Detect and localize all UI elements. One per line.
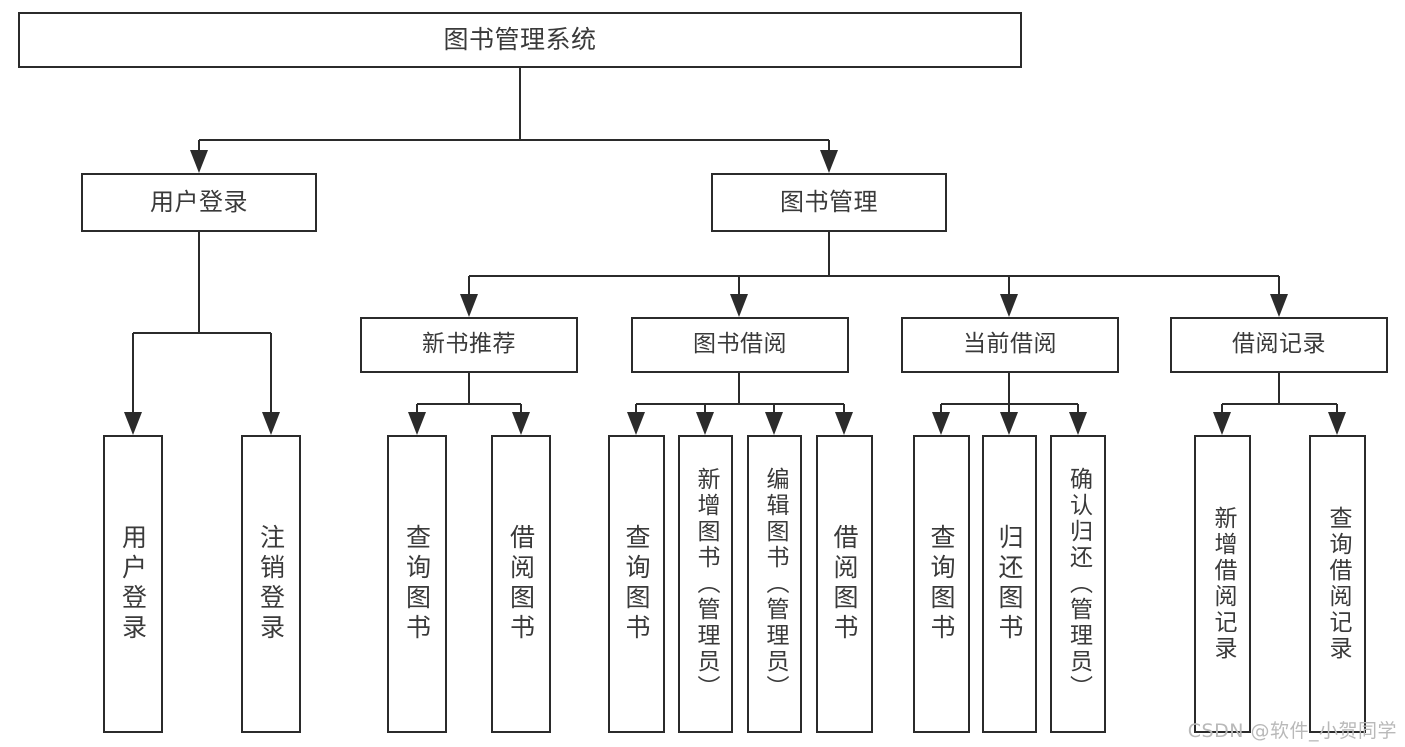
- arrow-leaf-borrow-book-2: [835, 412, 853, 435]
- arrow-leaf-confirm-return: [1069, 412, 1087, 435]
- node-label: 用户登录: [150, 188, 248, 217]
- arrow-leaf-add-record: [1213, 412, 1231, 435]
- leaf-query-book-current[interactable]: 查询图书: [913, 435, 970, 733]
- node-label: 编辑图书（管理员）: [762, 467, 788, 701]
- node-label: 查询图书: [402, 524, 432, 644]
- node-label: 借阅图书: [506, 524, 536, 644]
- arrow-leaf-borrow-book-1: [512, 412, 530, 435]
- node-label: 新增图书（管理员）: [693, 467, 719, 701]
- leaf-add-borrow-record[interactable]: 新增借阅记录: [1194, 435, 1251, 733]
- node-label: 图书管理: [780, 188, 878, 217]
- node-label: 查询图书: [622, 524, 651, 644]
- leaf-query-borrow-record[interactable]: 查询借阅记录: [1309, 435, 1366, 733]
- arrow-to-borrow-record: [1270, 294, 1288, 317]
- node-label: 用户登录: [118, 524, 148, 644]
- node-root-library-system[interactable]: 图书管理系统: [18, 12, 1022, 68]
- arrow-leaf-return-book: [1000, 412, 1018, 435]
- leaf-add-book-admin[interactable]: 新增图书（管理员）: [678, 435, 733, 733]
- leaf-confirm-return-admin[interactable]: 确认归还（管理员）: [1050, 435, 1106, 733]
- arrow-leaf-query-book-2: [627, 412, 645, 435]
- node-label: 查询图书: [927, 524, 956, 644]
- node-new-book-recommendation[interactable]: 新书推荐: [360, 317, 578, 373]
- node-book-management[interactable]: 图书管理: [711, 173, 947, 232]
- arrow-to-user-login: [190, 150, 208, 173]
- leaf-user-login[interactable]: 用户登录: [103, 435, 163, 733]
- arrow-leaf-logout: [262, 412, 280, 435]
- leaf-query-book-borrowing[interactable]: 查询图书: [608, 435, 665, 733]
- node-borrow-record[interactable]: 借阅记录: [1170, 317, 1388, 373]
- leaf-borrow-book-borrowing[interactable]: 借阅图书: [816, 435, 873, 733]
- node-label: 注销登录: [256, 524, 286, 644]
- leaf-query-book-recommendation[interactable]: 查询图书: [387, 435, 447, 733]
- node-label: 借阅记录: [1232, 331, 1326, 358]
- node-label: 归还图书: [995, 524, 1024, 644]
- node-label: 图书借阅: [693, 331, 787, 358]
- node-user-login[interactable]: 用户登录: [81, 173, 317, 232]
- arrow-leaf-edit-book: [765, 412, 783, 435]
- arrow-leaf-add-book: [696, 412, 714, 435]
- node-label: 当前借阅: [963, 331, 1057, 358]
- node-label: 确认归还（管理员）: [1065, 467, 1092, 701]
- arrow-to-book-mgmt: [820, 150, 838, 173]
- node-label: 新书推荐: [422, 331, 516, 358]
- leaf-return-book[interactable]: 归还图书: [982, 435, 1037, 733]
- node-label: 借阅图书: [830, 524, 859, 644]
- node-book-borrowing[interactable]: 图书借阅: [631, 317, 849, 373]
- leaf-borrow-book-recommendation[interactable]: 借阅图书: [491, 435, 551, 733]
- arrow-leaf-user-login: [124, 412, 142, 435]
- csdn-watermark: CSDN @软件_小贺同学: [1187, 720, 1397, 742]
- node-current-borrowing[interactable]: 当前借阅: [901, 317, 1119, 373]
- arrow-leaf-query-book-3: [932, 412, 950, 435]
- arrow-leaf-query-record: [1328, 412, 1346, 435]
- node-label: 新增借阅记录: [1210, 506, 1236, 662]
- arrow-leaf-query-book-1: [408, 412, 426, 435]
- node-label: 查询借阅记录: [1325, 506, 1351, 662]
- arrow-to-book-borrow: [730, 294, 748, 317]
- leaf-logout[interactable]: 注销登录: [241, 435, 301, 733]
- leaf-edit-book-admin[interactable]: 编辑图书（管理员）: [747, 435, 802, 733]
- arrow-to-current-borrow: [1000, 294, 1018, 317]
- arrow-to-new-book-rec: [460, 294, 478, 317]
- node-label: 图书管理系统: [443, 25, 597, 55]
